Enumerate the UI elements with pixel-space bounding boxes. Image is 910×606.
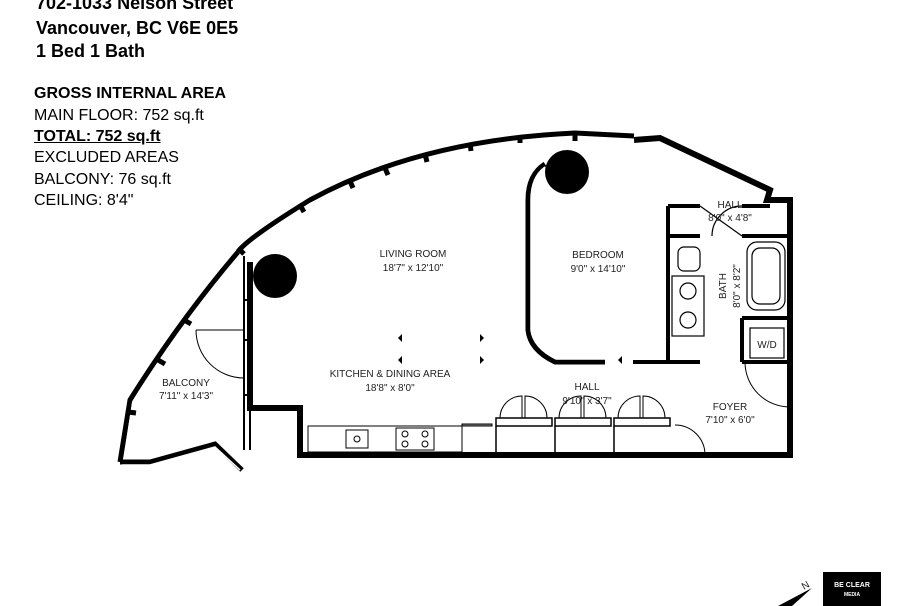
address-line-1: 702-1033 Nelson Street <box>36 0 234 13</box>
unit-type: 1 Bed 1 Bath <box>36 41 146 61</box>
brand-logo: BE CLEAR MEDIA <box>823 572 881 606</box>
balcony-railing <box>120 256 251 472</box>
bedroom-wall <box>525 161 668 365</box>
flow-markers <box>398 334 622 364</box>
compass-icon: N <box>778 579 812 606</box>
kitchen-dims: 18'8" x 8'0" <box>365 383 415 394</box>
foyer-label: FOYER <box>713 402 747 413</box>
compass-north-label: N <box>800 579 812 592</box>
kitchen-counter <box>307 423 493 453</box>
washer-dryer <box>749 327 785 359</box>
bedroom-dims: 9'0" x 14'10" <box>571 264 626 275</box>
address-line-2: Vancouver, BC V6E 0E5 <box>36 18 239 38</box>
bathroom-fixtures <box>671 205 786 337</box>
bath-label: BATH <box>718 273 729 299</box>
living-room-dims: 18'7" x 12'10" <box>383 263 444 274</box>
hall-top-label: HALL <box>717 200 742 211</box>
living-room-label: LIVING ROOM <box>380 249 447 260</box>
excluded-areas-label: EXCLUDED AREAS <box>34 149 179 166</box>
interior-walls <box>666 204 792 395</box>
hall-center-dims: 9'10" x 3'7" <box>562 396 612 407</box>
entry-door <box>674 361 791 456</box>
hall-top-dims: 8'0" x 4'8" <box>708 213 752 224</box>
column <box>545 150 589 194</box>
bath-dims: 8'0" x 8'2" <box>732 264 743 308</box>
exterior-walls <box>247 134 793 458</box>
kitchen-label: KITCHEN & DINING AREA <box>330 369 451 380</box>
ceiling-height: CEILING: 8'4" <box>34 192 134 209</box>
balcony-door <box>195 329 245 379</box>
curved-window-wall <box>117 130 635 465</box>
bedroom-label: BEDROOM <box>572 250 624 261</box>
total-area: TOTAL: 752 sq.ft <box>34 128 161 145</box>
balcony-dims: 7'11" x 14'3" <box>159 391 214 402</box>
column <box>253 254 297 298</box>
balcony-label: BALCONY <box>162 378 210 389</box>
balcony-area: BALCONY: 76 sq.ft <box>34 171 171 188</box>
foyer-dims: 7'10" x 6'0" <box>705 415 755 426</box>
hall-center-label: HALL <box>574 382 599 393</box>
main-floor-area: MAIN FLOOR: 752 sq.ft <box>34 107 204 124</box>
washer-dryer-label: W/D <box>757 340 776 351</box>
gross-area-heading: GROSS INTERNAL AREA <box>34 85 227 102</box>
closet-doors <box>495 395 671 455</box>
